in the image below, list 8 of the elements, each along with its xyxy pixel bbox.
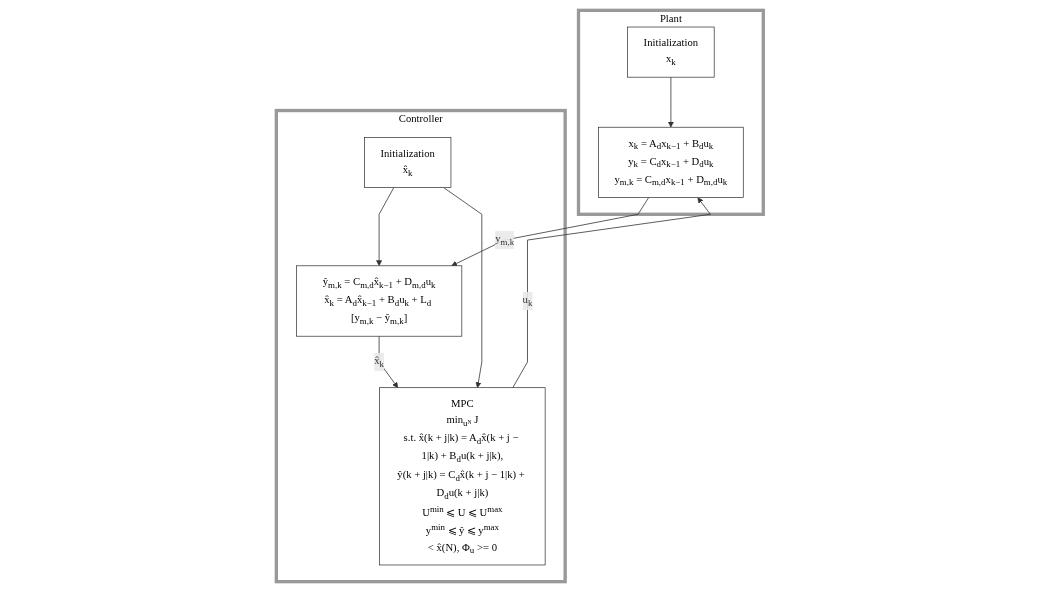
node-box: x$_{k}$ = A$_{d}$x$_{k−1}$ + B$_{d}$u$_{k}$ y$_{k}$ = C$_{d}$x$_{k−1}$ + D$_{d}$u$_{k}$ y$_{m,k}$ = C$_{m,d}$x$_{k−1}$ + D$_{m,d}$u$_{k}$ <box>598 126 744 198</box>
node-box: Initialization x̂$_{k}$ <box>364 137 452 188</box>
node-box: MPC min$_{uᴺ}$ J s.t. x̂(k + j|k) = A$_{d}$x̂(k + j − 1|k) + B$_{d}$u(k + j|k), ŷ(k + j|k) = C$_{d}$x̂(k + j − 1|k) + D$_{d}$u(k + j|k) U$^{min}$ ⩽ U ⩽ U$^{max}$ y$^{min}$ ⩽ ŷ ⩽ y$^{max}$ < x̂(N), Φ$_{u}$ >= 0 <box>379 387 546 566</box>
node-box: ŷ$_{m,k}$ = C$_{m,d}$x̂$_{k−1}$ + D$_{m,d}$u$_{k}$ x̂$_{k}$ = A$_{d}$x̂$_{k−1}$ + B$_{d}$u$_{k}$ + L$_{d}$ [y$_{m,k}$ − ŷ$_{m,k}$] <box>296 265 463 337</box>
node-box: Initialization x$_{k}$ <box>627 26 715 78</box>
edge-label: y$_{m,k}$ <box>495 232 515 248</box>
edge-label: x̂$_{k}$ <box>374 354 385 370</box>
edge-label: u$_{k}$ <box>522 293 533 309</box>
